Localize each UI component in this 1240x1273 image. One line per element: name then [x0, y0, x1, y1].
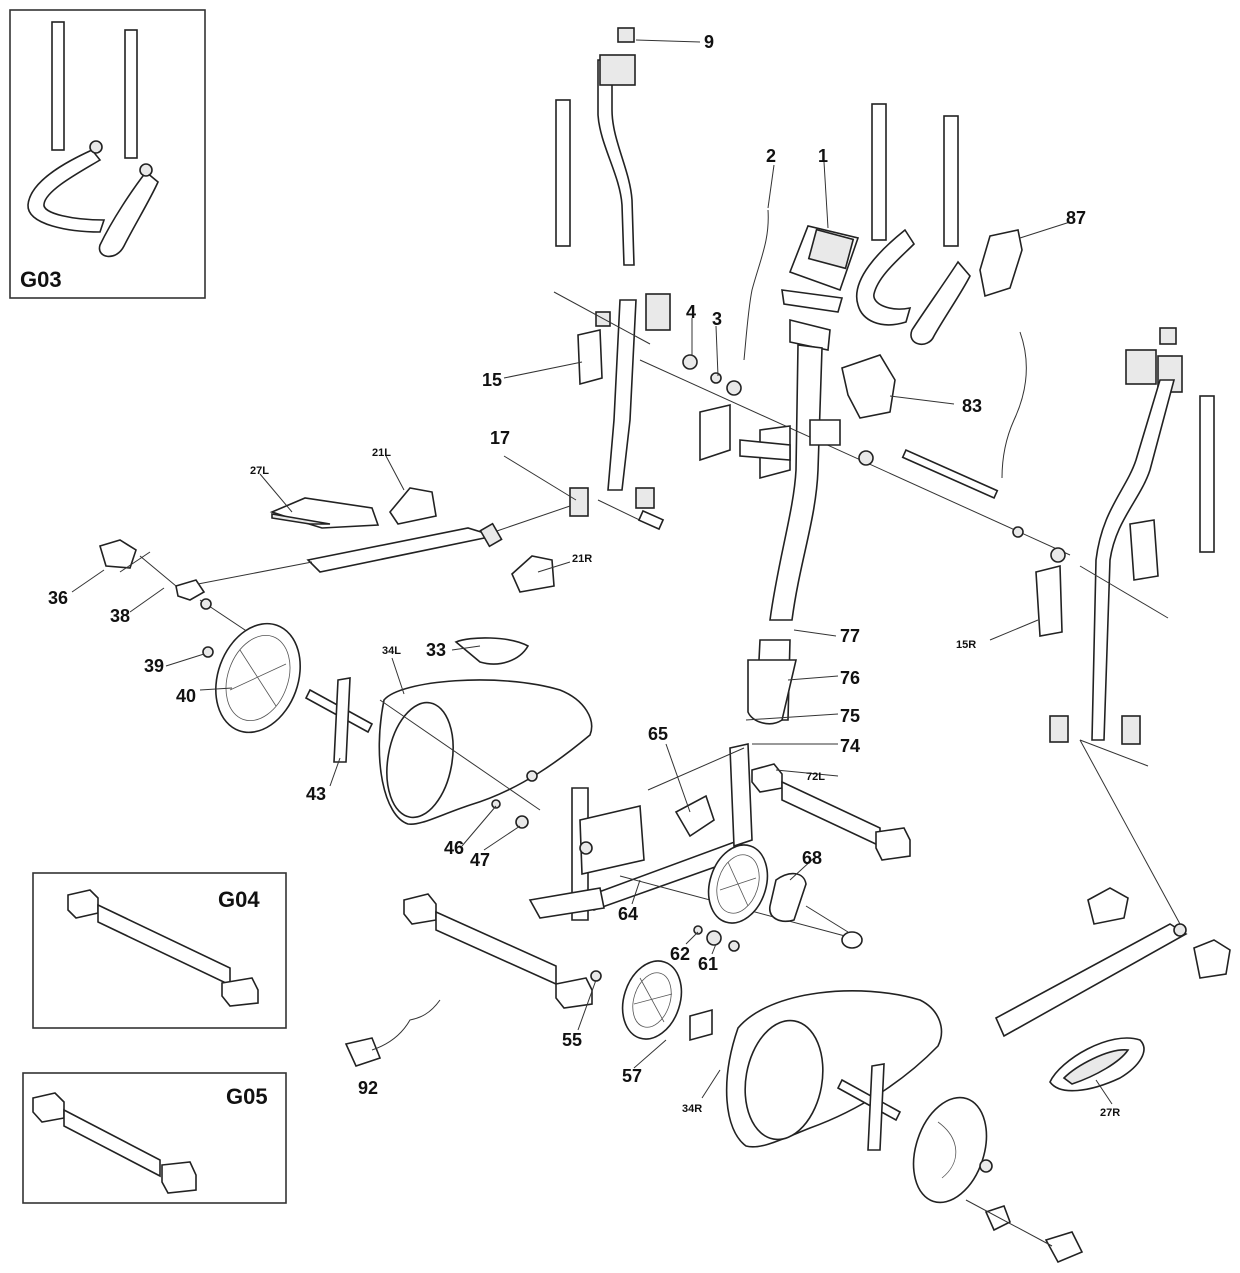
label-77: 77 [840, 626, 860, 646]
label-27l: 27L [250, 465, 269, 477]
label-74: 74 [840, 736, 860, 756]
console [743, 161, 860, 361]
label-34l: 34L [382, 645, 401, 657]
label-27r: 27R [1100, 1107, 1120, 1119]
label-62: 62 [670, 944, 690, 964]
left-flywheel-disc [202, 622, 301, 734]
label-46: 46 [444, 838, 464, 858]
cross-bracket [304, 677, 374, 763]
label-34r: 34R [682, 1103, 702, 1115]
label-83: 83 [962, 396, 982, 416]
label-92: 92 [358, 1078, 378, 1098]
label-4: 4 [686, 302, 696, 322]
washers-46-47 [491, 770, 538, 829]
label-21l: 21L [372, 447, 391, 459]
right-handlebar-upright [1035, 327, 1215, 767]
label-87: 87 [1066, 208, 1086, 228]
right-shroud [725, 990, 943, 1148]
label-21r: 21R [572, 553, 592, 565]
label-2: 2 [766, 146, 776, 166]
bearings-61-62 [693, 925, 740, 952]
label-3: 3 [712, 309, 722, 329]
label-72l: 72L [806, 771, 825, 783]
label-55: 55 [562, 1030, 582, 1050]
rear-stabilizer [751, 763, 911, 861]
label-75: 75 [840, 706, 860, 726]
inset-g05: G05 [22, 1072, 287, 1204]
inset-g04-title: G04 [218, 887, 260, 912]
main-frame [528, 743, 861, 941]
label-76: 76 [840, 668, 860, 688]
right-handlebar-tubes [855, 103, 1071, 346]
inset-g03: G03 [9, 9, 206, 299]
label-47: 47 [470, 850, 490, 870]
main-column [747, 318, 831, 725]
label-17: 17 [490, 428, 510, 448]
bottom-flywheel [590, 960, 713, 1042]
label-33: 33 [426, 640, 446, 660]
label-15r: 15R [956, 639, 976, 651]
label-57: 57 [622, 1066, 642, 1086]
inset-g04: G04 [32, 872, 287, 1029]
inset-g05-title: G05 [226, 1084, 268, 1109]
label-61: 61 [698, 954, 718, 974]
right-pedal-rail [994, 739, 1231, 1092]
power-adapter [344, 999, 441, 1067]
inset-g03-title: G03 [20, 267, 62, 292]
left-pedal-rail [99, 487, 571, 641]
label-65: 65 [648, 724, 668, 744]
label-15: 15 [482, 370, 502, 390]
part-labels: 9 2 1 87 4 3 15 83 17 27L 21L 21R 36 38 … [48, 32, 1120, 1119]
left-handlebar [555, 27, 701, 266]
label-64: 64 [618, 904, 638, 924]
right-cable [1001, 331, 1027, 479]
left-lower-arm [553, 291, 671, 531]
pivot-axle [639, 354, 1071, 563]
front-stabilizer [403, 893, 593, 1009]
left-shroud [378, 637, 593, 826]
label-39: 39 [144, 656, 164, 676]
label-43: 43 [306, 784, 326, 804]
leader-lines [71, 318, 1113, 1105]
right-disc-assembly [836, 1063, 1084, 1264]
drive-pulley [707, 844, 863, 949]
label-40: 40 [176, 686, 196, 706]
label-9: 9 [704, 32, 714, 52]
label-36: 36 [48, 588, 68, 608]
label-38: 38 [110, 606, 130, 626]
label-68: 68 [802, 848, 822, 868]
label-1: 1 [818, 146, 828, 166]
